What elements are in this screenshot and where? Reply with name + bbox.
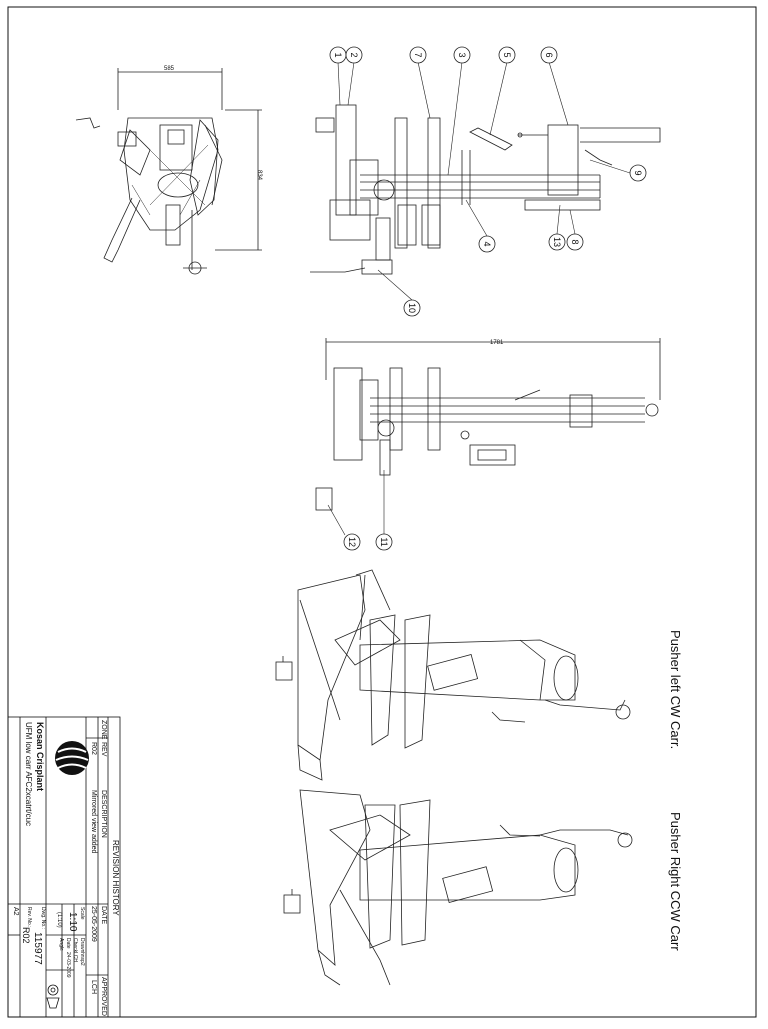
description-header: DESCRIPTION [100,790,107,838]
company-logo [55,741,89,775]
balloon-8: 8 [566,209,584,251]
balloon-13: 13 [548,204,566,251]
date-header: DATE [100,906,107,925]
balloon-2: 2 [345,46,363,106]
date2-value: 24-03-2009 [65,952,71,978]
top-view-drawing [75,68,262,275]
balloon-6: 6 [540,46,569,126]
sheet-border [7,6,757,1018]
balloon-label-5: 5 [502,52,512,57]
dwg-no-label: Dwg. No.: [40,907,46,929]
sheet-size: A2 [12,907,19,916]
balloon-11: 11 [375,470,393,551]
balloon-label-11: 11 [379,537,389,546]
balloon-9: 9 [589,159,647,182]
approved-header: APPROVED [100,977,107,1016]
date2-label: Date [65,938,71,949]
side-view-a-drawing [310,104,661,275]
balloon-label-10: 10 [407,303,417,313]
date-value: 25-05-2009 [90,906,97,942]
balloon-label-13: 13 [552,237,562,247]
zone-header: ZONE [100,720,107,740]
approved-value: LCH [90,980,97,995]
description-value: Mirrored view added [90,790,97,854]
balloon-10: 10 [377,269,421,317]
balloon-label-1: 1 [333,52,343,57]
rev-no-label: Rev. No.: [26,907,32,928]
rev-no-value: R02 [21,927,31,944]
iso-view-right-ccw-drawing [283,789,633,986]
dwg-no-value: 115977 [32,932,43,965]
balloon-12: 12 [327,504,361,551]
dim-top-width: 585 [164,66,175,72]
check-label: Check [72,938,78,953]
dim-side-length: 1781 [490,340,504,346]
drawn-value: hnsp2 [79,952,85,966]
angle-label: Angle [58,938,64,951]
side-view-b-drawing [315,338,661,511]
iso-view-left-cw-drawing [275,569,631,781]
drawing-title: UFM low carr AFC2xcatrt/cuc [24,722,33,827]
balloon-label-3: 3 [457,52,467,57]
view-label-left-cw: Pusher left CW Carr. [668,630,683,750]
company-name: Kosan Crisplant [35,722,45,792]
balloon-5: 5 [489,46,516,136]
projection-angle-symbol [46,984,60,1009]
check-value: LCH [72,952,78,963]
balloon-4: 4 [465,199,496,253]
balloon-label-2: 2 [349,52,359,57]
balloon-label-12: 12 [347,537,357,547]
balloon-label-7: 7 [413,52,423,57]
scale-value: 1:10 [67,912,78,932]
scale-sub: (1:10) [56,912,62,928]
balloon-7: 7 [409,46,431,119]
scale-label: Scale [79,907,85,920]
balloon-label-4: 4 [482,241,492,246]
revision-history-heading: REVISION HISTORY [111,840,120,916]
balloon-1: 1 [329,46,347,106]
dim-top-height: 834 [256,170,262,181]
rev-header: REV [100,742,107,757]
balloon-label-9: 9 [633,170,643,175]
rev-value: R02 [90,742,97,755]
drawn-label: Drawn [79,938,85,953]
balloon-3: 3 [447,46,471,176]
view-label-right-ccw: Pusher Right CCW Carr [668,812,683,951]
balloon-label-8: 8 [570,239,580,244]
balloon-label-6: 6 [544,52,554,57]
